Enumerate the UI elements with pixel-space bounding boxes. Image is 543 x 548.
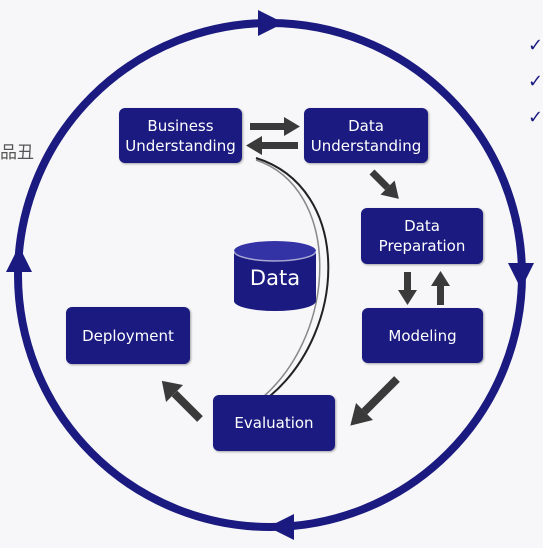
node-deployment-label: Deployment xyxy=(82,326,174,345)
arrow-preparation-to-modeling xyxy=(398,272,417,305)
node-deployment[interactable]: Deployment xyxy=(66,307,190,364)
node-modeling[interactable]: Modeling xyxy=(362,308,483,363)
node-modeling-label: Modeling xyxy=(388,326,457,345)
ring-arrowhead-bottom xyxy=(268,514,294,540)
arrow-business-to-data-understanding xyxy=(250,117,300,136)
ring-arrowhead-right xyxy=(508,263,534,289)
checkmark-icon: ✓ xyxy=(528,71,543,92)
node-business-understanding[interactable]: Business Understanding xyxy=(119,108,242,163)
arrow-evaluation-to-deployment xyxy=(161,380,203,422)
arrow-modeling-to-preparation xyxy=(431,271,450,305)
side-text: 品丑 xyxy=(0,143,34,163)
arrow-understanding-to-preparation xyxy=(369,169,399,199)
checkmark-icon: ✓ xyxy=(528,107,543,128)
data-cylinder-label: Data xyxy=(249,266,301,290)
arrow-data-understanding-to-business xyxy=(246,136,298,155)
arrow-modeling-to-evaluation xyxy=(350,376,400,426)
node-data-preparation[interactable]: Data Preparation xyxy=(361,208,483,264)
node-data-preparation-label: Data Preparation xyxy=(378,217,466,255)
node-data-understanding[interactable]: Data Understanding xyxy=(304,108,428,163)
node-data-understanding-label: Data Understanding xyxy=(310,116,422,155)
node-evaluation[interactable]: Evaluation xyxy=(213,395,335,451)
checkmark-icon: ✓ xyxy=(528,35,543,56)
ring-arrowhead-top xyxy=(258,10,284,36)
ring-arrowhead-left xyxy=(6,246,32,272)
evaluation-to-business-curve xyxy=(255,157,330,397)
node-business-understanding-label: Business Understanding xyxy=(125,116,236,155)
node-evaluation-label: Evaluation xyxy=(234,414,314,432)
data-cylinder xyxy=(233,241,317,311)
